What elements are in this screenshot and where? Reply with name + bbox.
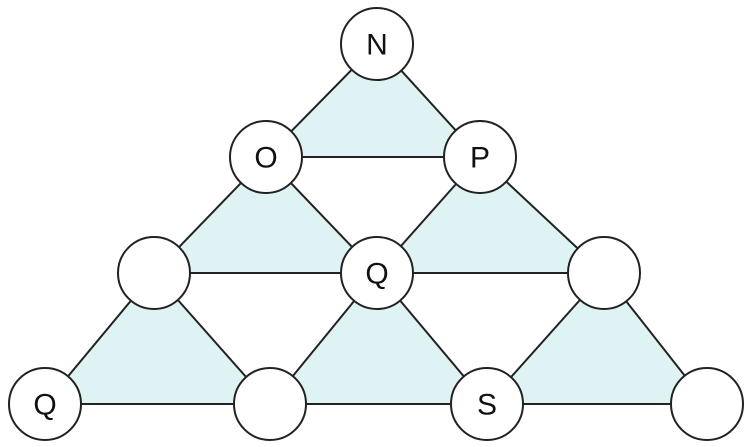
shaded-triangle <box>374 155 607 274</box>
shaded-triangle <box>263 42 483 158</box>
node-empty <box>117 236 191 310</box>
node-circle <box>340 7 414 81</box>
shaded-triangle <box>42 271 273 405</box>
node-o: O <box>229 120 303 194</box>
node-empty <box>670 367 744 441</box>
node-circle <box>233 367 307 441</box>
node-circle <box>567 236 641 310</box>
node-q: Q <box>8 367 82 441</box>
node-empty <box>233 367 307 441</box>
node-q: Q <box>340 236 414 310</box>
node-circle <box>443 120 517 194</box>
node-label: Q <box>365 258 388 291</box>
node-label: P <box>470 142 490 175</box>
node-label: O <box>254 142 277 175</box>
node-empty <box>567 236 641 310</box>
node-s: S <box>450 367 524 441</box>
node-label: N <box>366 29 388 62</box>
node-circle <box>229 120 303 194</box>
node-circle <box>117 236 191 310</box>
node-circle <box>8 367 82 441</box>
node-label: Q <box>33 389 56 422</box>
shaded-triangle <box>267 271 490 405</box>
node-n: N <box>340 7 414 81</box>
shaded-triangle <box>151 155 380 274</box>
node-label: S <box>477 389 497 422</box>
node-p: P <box>443 120 517 194</box>
node-circle <box>450 367 524 441</box>
shaded-triangle <box>484 271 710 405</box>
node-circle <box>670 367 744 441</box>
node-circle <box>340 236 414 310</box>
